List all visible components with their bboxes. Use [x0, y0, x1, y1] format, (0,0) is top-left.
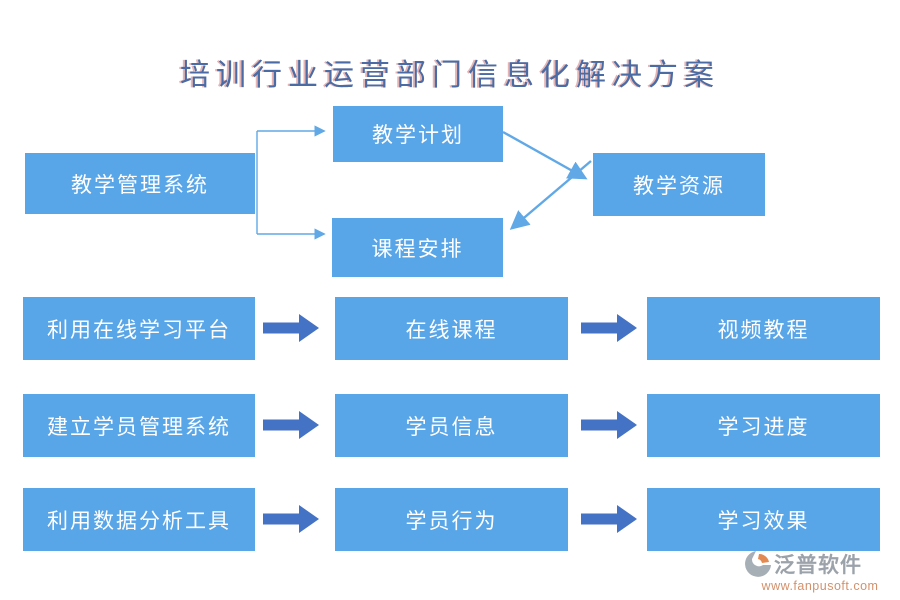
node-teaching-plan: 教学计划: [333, 106, 503, 162]
page-title: 培训行业运营部门信息化解决方案: [180, 59, 720, 92]
right-block-arrow-icon: [581, 411, 637, 439]
node-learning-outcome: 学习效果: [647, 488, 880, 551]
node-student-behavior: 学员行为: [335, 488, 568, 551]
node-course-schedule: 课程安排: [332, 218, 503, 277]
node-online-course: 在线课程: [335, 297, 568, 360]
node-data-analysis-tools: 利用数据分析工具: [23, 488, 255, 551]
arrow-resource-to-schedule: [509, 160, 592, 230]
node-teaching-resource: 教学资源: [593, 153, 765, 216]
right-block-arrow-icon: [581, 505, 637, 533]
right-block-arrow-icon: [581, 314, 637, 342]
vendor-watermark: 泛普软件 www.fanpusoft.com: [744, 549, 896, 593]
right-block-arrow-icon: [263, 411, 319, 439]
right-block-arrow-icon: [263, 314, 319, 342]
arrow-plan-to-resource: [502, 130, 588, 180]
right-block-arrow-icon: [263, 505, 319, 533]
node-learning-progress: 学习进度: [647, 394, 880, 457]
node-teaching-management-system: 教学管理系统: [25, 153, 255, 214]
vendor-name: 泛普软件: [774, 553, 862, 577]
node-video-tutorial: 视频教程: [647, 297, 880, 360]
node-online-learning-platform: 利用在线学习平台: [23, 297, 255, 360]
node-student-management-system: 建立学员管理系统: [23, 394, 255, 457]
node-student-info: 学员信息: [335, 394, 568, 457]
fanpu-logo-icon: [745, 551, 771, 577]
vendor-url: www.fanpusoft.com: [761, 579, 879, 593]
